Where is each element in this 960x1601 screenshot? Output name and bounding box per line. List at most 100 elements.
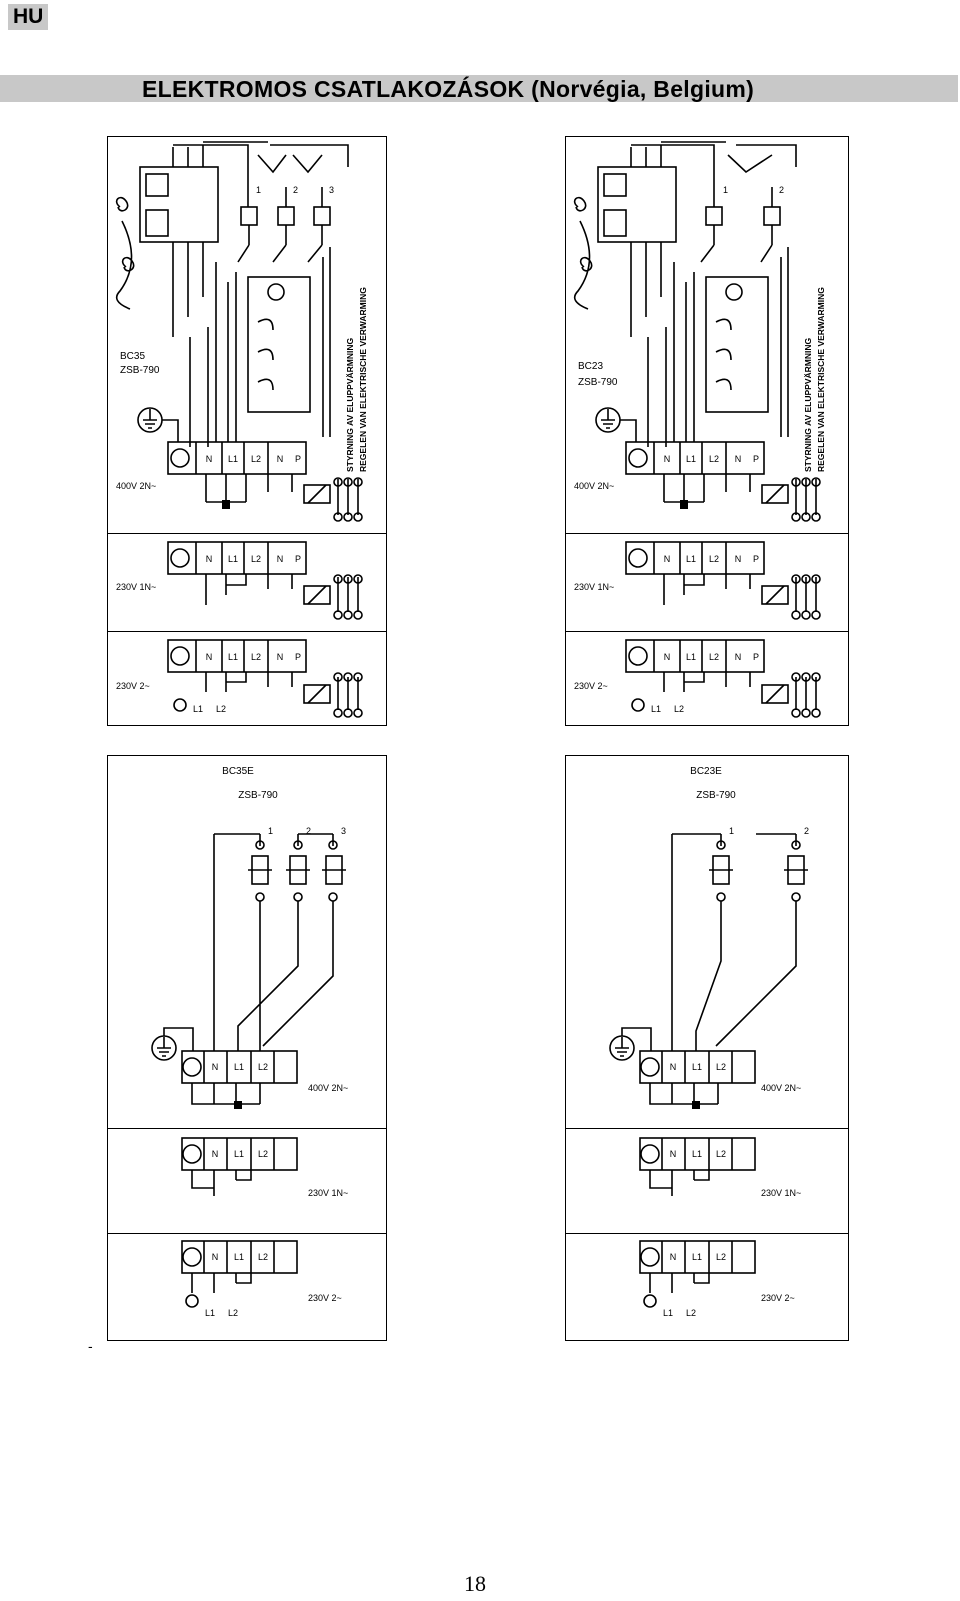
wiring-diagram-bc35: 1 2 3 BC35 ZSB-790 N L1 L2 N P N L1 L2 N… [107,136,387,726]
terminal-label: N [212,1252,219,1262]
voltage-label: 230V 1N~ [116,582,156,592]
voltage-label: 400V 2N~ [116,481,156,491]
page-title: ELEKTROMOS CSATLAKOZÁSOK (Norvégia, Belg… [142,76,755,102]
terminal-label: L1 [228,554,238,564]
element-number: 2 [293,185,298,195]
terminal-label: L1 [234,1149,244,1159]
contactor-box [597,166,677,243]
terminal-label: N [212,1149,219,1159]
terminal-label: L2 [251,554,261,564]
line-label: L2 [228,1308,238,1318]
terminal-label: N [735,652,742,662]
terminal-label: L2 [709,652,719,662]
line-label: L1 [651,704,661,714]
section-divider [566,1233,848,1234]
terminal-label: N [206,554,213,564]
voltage-label: 230V 1N~ [308,1188,348,1198]
selector-switch [705,276,769,413]
section-divider [108,1128,386,1129]
terminal-label: L1 [692,1252,702,1262]
section-divider [566,631,848,632]
section-divider [108,631,386,632]
model-label: BC23 [578,361,603,372]
terminal-label: N [735,454,742,464]
terminal-label: N [212,1062,219,1072]
voltage-label: 230V 2~ [761,1293,795,1303]
terminal-label: N [277,652,284,662]
terminal-label: P [295,554,301,564]
wiring-diagram-bc23e: BC23E ZSB-790 1 2 N L1 L2 N L1 L2 N L1 L… [565,755,849,1341]
terminal-label: L2 [709,454,719,464]
line-label: L2 [674,704,684,714]
terminal-label: P [295,454,301,464]
wiring-diagram-bc23: 1 2 BC23 ZSB-790 N L1 L2 N P N L1 L2 N P… [565,136,849,726]
terminal-label: L2 [258,1149,268,1159]
element-number: 3 [329,185,334,195]
voltage-label: 230V 1N~ [761,1188,801,1198]
page-number: 18 [464,1571,486,1596]
stray-dash: - [88,1338,93,1354]
voltage-label: 400V 2N~ [574,481,614,491]
model-label: BC35 [120,351,145,362]
terminal-label: L2 [716,1062,726,1072]
terminal-label: L2 [251,454,261,464]
terminal-label: L2 [251,652,261,662]
section-divider [108,533,386,534]
terminal-label: L1 [692,1062,702,1072]
element-number: 2 [804,826,809,836]
terminal-label: L1 [686,454,696,464]
terminal-label: N [664,454,671,464]
model-label-2: ZSB-790 [120,365,160,376]
terminal-label: L1 [686,652,696,662]
terminal-label: L2 [716,1149,726,1159]
section-divider [108,1233,386,1234]
model-label: BC23E [690,766,722,777]
terminal-label: L2 [258,1252,268,1262]
side-label: STYRNING AV ELUPPVÄRMNING [345,337,355,472]
terminal-label: L1 [228,652,238,662]
terminal-label: N [670,1062,677,1072]
element-number: 1 [729,826,734,836]
voltage-label: 230V 2~ [116,681,150,691]
terminal-label: L1 [234,1252,244,1262]
voltage-label: 230V 2~ [574,681,608,691]
model-label: BC35E [222,766,254,777]
wiring-schematic: 1 2 BC23 ZSB-790 N L1 L2 N P N L1 L2 N P… [573,141,826,718]
element-number: 1 [268,826,273,836]
terminal-label: N [206,454,213,464]
language-tag: HU [8,4,49,30]
voltage-label: 230V 2~ [308,1293,342,1303]
terminal-label: L2 [258,1062,268,1072]
element-number: 1 [723,185,728,195]
terminal-label: N [670,1252,677,1262]
terminal-label: N [277,554,284,564]
line-label: L2 [686,1308,696,1318]
model-label-2: ZSB-790 [696,790,736,801]
element-number: 2 [779,185,784,195]
terminal-label: L2 [716,1252,726,1262]
model-label-2: ZSB-790 [578,377,618,388]
terminal-label: P [295,652,301,662]
terminal-label: N [670,1149,677,1159]
model-label-2: ZSB-790 [238,790,278,801]
terminal-label: N [664,652,671,662]
voltage-label: 230V 1N~ [574,582,614,592]
terminal-label: L1 [692,1149,702,1159]
side-label: REGELEN VAN ELEKTRISCHE VERWARMING [358,287,368,472]
wiring-schematic: BC23E ZSB-790 1 2 N L1 L2 N L1 L2 N L1 L… [609,766,809,1318]
element-number: 3 [341,826,346,836]
voltage-label: 400V 2N~ [761,1083,801,1093]
element-number: 2 [306,826,311,836]
selector-switch [247,276,311,413]
side-label: STYRNING AV ELUPPVÄRMNING [803,337,813,472]
line-label: L1 [193,704,203,714]
terminal-label: P [753,554,759,564]
terminal-label: L1 [228,454,238,464]
line-label: L1 [205,1308,215,1318]
title-bar [0,75,958,102]
element-number: 1 [256,185,261,195]
wiring-schematic: 1 2 3 BC35 ZSB-790 N L1 L2 N P N L1 L2 N… [115,141,368,718]
terminal-label: N [277,454,284,464]
section-divider [566,533,848,534]
terminal-label: N [206,652,213,662]
